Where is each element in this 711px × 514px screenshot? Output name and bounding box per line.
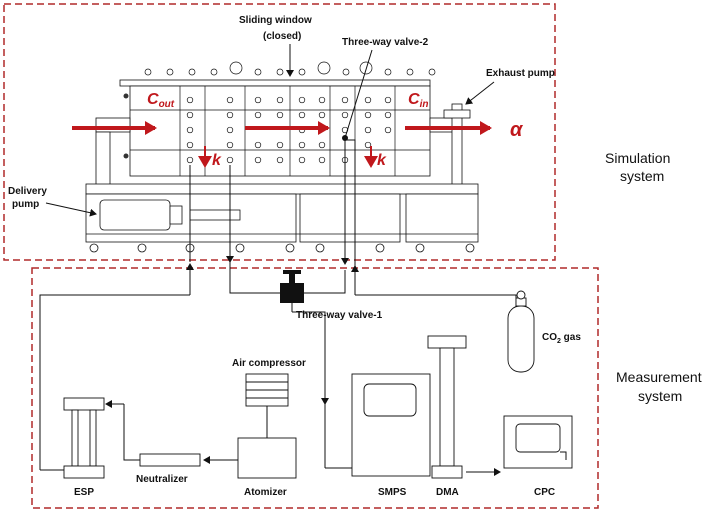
simulation-system-label-line2: system	[620, 168, 664, 184]
neutralizer-device[interactable]	[139, 453, 201, 467]
measurement-system-label-line2: system	[638, 388, 682, 404]
flow-arrows	[72, 121, 492, 168]
chamber-assembly	[119, 61, 436, 177]
k-right-symbol: k	[377, 152, 387, 169]
simulation-system-box	[3, 3, 556, 261]
measurement-system-box	[31, 267, 599, 509]
delivery-pump-label-line2: pump	[12, 199, 39, 210]
cpc-label: CPC	[534, 487, 555, 498]
exhaust-pump-pointer	[465, 81, 495, 105]
smps-label: SMPS	[378, 487, 407, 498]
air-compressor-label: Air compressor	[232, 358, 306, 369]
delivery-pump-label-line1: Delivery	[8, 186, 47, 197]
three-way-valve-2-pointer	[344, 49, 373, 139]
exhaust-assembly	[429, 103, 471, 187]
co2-gas-label: CO2 gas	[542, 332, 581, 345]
three-way-valve-1[interactable]	[280, 270, 304, 303]
chamber-knobs	[144, 61, 436, 76]
three-way-valve-1-label: Three-way valve-1	[296, 310, 383, 321]
air-compressor-device[interactable]	[245, 373, 289, 407]
alpha-symbol: α	[510, 119, 524, 141]
sliding-window-label: Sliding window	[239, 15, 312, 26]
three-way-valve-2-label: Three-way valve-2	[342, 37, 429, 48]
c-in-symbol: Cin	[408, 91, 428, 110]
k-left-symbol: k	[212, 152, 222, 169]
delivery-pump-pointer	[45, 202, 97, 217]
esp-label: ESP	[74, 487, 94, 498]
atomizer-label: Atomizer	[244, 487, 287, 498]
dma-device[interactable]	[427, 335, 467, 479]
delivery-pump	[99, 199, 241, 231]
wheels	[89, 243, 475, 253]
dma-label: DMA	[436, 487, 459, 498]
co2-cylinder[interactable]	[507, 290, 535, 373]
measurement-system-label-line1: Measurement	[616, 369, 702, 385]
atomizer-device[interactable]	[237, 437, 297, 479]
cpc-device[interactable]	[503, 415, 573, 469]
esp-device[interactable]	[63, 397, 105, 479]
neutralizer-label: Neutralizer	[136, 474, 188, 485]
measurement-connections	[105, 400, 567, 476]
sliding-window-closed-label: (closed)	[263, 31, 301, 42]
smps-device[interactable]	[351, 373, 431, 477]
exhaust-pump-label: Exhaust pump	[486, 68, 555, 79]
c-out-symbol: Cout	[147, 91, 175, 110]
simulation-system-label-line1: Simulation	[605, 150, 670, 166]
